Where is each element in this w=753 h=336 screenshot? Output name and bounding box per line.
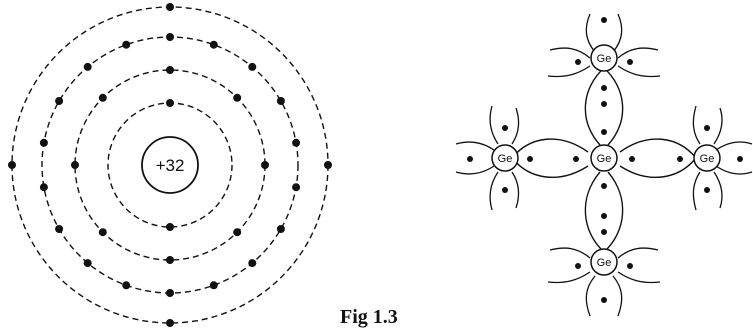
atom-label: Ge: [597, 257, 612, 269]
atom-bottom: Ge: [591, 249, 617, 275]
electron: [40, 139, 48, 147]
electron: [166, 99, 174, 107]
electron: [166, 289, 174, 297]
atom-label: Ge: [700, 153, 715, 165]
electron: [248, 259, 256, 267]
figure-caption: Fig 1.3: [340, 306, 398, 329]
electron: [324, 161, 332, 169]
electron: [8, 161, 16, 169]
electron: [210, 41, 218, 49]
electron: [71, 161, 79, 169]
electron: [166, 3, 174, 11]
electron: [210, 281, 218, 289]
electron: [166, 256, 174, 264]
atom-label: Ge: [498, 153, 513, 165]
electron: [84, 63, 92, 71]
electron: [248, 63, 256, 71]
electron: [99, 94, 107, 102]
electron: [166, 319, 174, 327]
electron: [55, 225, 63, 233]
bohr-atom-model: +32: [8, 3, 332, 327]
electron: [84, 259, 92, 267]
nucleus-label: +32: [156, 156, 185, 175]
electron: [233, 228, 241, 236]
electron: [292, 183, 300, 191]
electron: [166, 223, 174, 231]
atom-top: Ge: [591, 45, 617, 71]
atom-center: Ge: [591, 145, 617, 171]
electron: [40, 183, 48, 191]
electron: [122, 41, 130, 49]
covalent-bond-lattice: Ge Ge Ge Ge Ge: [456, 14, 752, 316]
electron: [166, 66, 174, 74]
electron: [233, 94, 241, 102]
atom-label: Ge: [597, 153, 612, 165]
atom-right: Ge: [694, 145, 720, 171]
electron: [122, 281, 130, 289]
electron: [277, 97, 285, 105]
atom-left: Ge: [492, 145, 518, 171]
electron: [166, 33, 174, 41]
electron: [277, 225, 285, 233]
electron: [261, 161, 269, 169]
electron: [99, 228, 107, 236]
electron: [292, 139, 300, 147]
electron: [55, 97, 63, 105]
atom-label: Ge: [597, 53, 612, 65]
